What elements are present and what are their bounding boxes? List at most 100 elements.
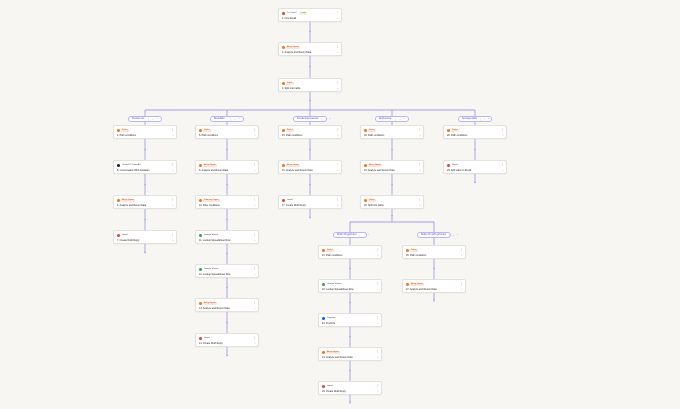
more-options-icon[interactable]: ⋮: [336, 196, 339, 201]
more-options-icon[interactable]: ⋮: [171, 161, 174, 166]
chevron-down-icon[interactable]: ⌄: [253, 342, 256, 345]
chevron-down-icon[interactable]: ⌄: [171, 134, 174, 137]
chevron-down-icon[interactable]: ⌄: [501, 169, 504, 172]
add-step-button[interactable]: +: [432, 266, 436, 271]
chevron-down-icon[interactable]: ⌄: [460, 288, 463, 291]
more-options-icon[interactable]: ⋮: [460, 246, 463, 251]
add-step-button[interactable]: +: [143, 250, 147, 255]
chevron-down-icon[interactable]: ⌄: [418, 169, 421, 172]
add-step-button[interactable]: +: [348, 368, 352, 373]
more-options-icon[interactable]: ⋮: [253, 231, 256, 236]
chevron-up-icon[interactable]: ⌃: [402, 117, 405, 121]
chevron-down-icon[interactable]: ⌄: [151, 117, 154, 121]
more-options-icon[interactable]: ⋮: [418, 126, 421, 131]
more-options-icon[interactable]: ⋮: [376, 280, 379, 285]
chevron-down-icon[interactable]: ⌄: [363, 233, 366, 237]
chevron-down-icon[interactable]: ⌄: [336, 169, 339, 172]
more-options-icon[interactable]: ⋮: [376, 348, 379, 353]
chevron-down-icon[interactable]: ⌄: [253, 204, 256, 207]
add-step-button[interactable]: +: [390, 146, 394, 152]
chevron-up-icon[interactable]: ⌃: [456, 233, 459, 237]
chevron-down-icon[interactable]: ⌄: [253, 307, 256, 310]
chevron-down-icon[interactable]: ⌄: [336, 51, 339, 54]
path-branch-label[interactable]: Rollen ID gefunden⋮⌄⌃: [333, 232, 370, 238]
more-options-icon[interactable]: ⋮: [460, 280, 463, 285]
more-options-icon[interactable]: ⋮: [478, 117, 482, 121]
add-step-button[interactable]: +: [390, 181, 394, 187]
more-options-icon[interactable]: ⋮: [336, 126, 339, 131]
chevron-down-icon[interactable]: ⌄: [376, 356, 379, 359]
chevron-up-icon[interactable]: ⌃: [329, 117, 332, 121]
chevron-down-icon[interactable]: ⌄: [171, 169, 174, 172]
add-step-button[interactable]: +: [225, 251, 229, 256]
chevron-down-icon[interactable]: ⌄: [171, 239, 174, 242]
chevron-up-icon[interactable]: ⌃: [155, 117, 158, 121]
chevron-down-icon[interactable]: ⌄: [460, 254, 463, 257]
add-step-button[interactable]: +: [225, 285, 229, 290]
more-options-icon[interactable]: ⋮: [418, 161, 421, 166]
more-options-icon[interactable]: ⋮: [320, 117, 324, 121]
chevron-down-icon[interactable]: ⌄: [253, 169, 256, 172]
path-branch-label[interactable]: Sonstige Mails⋮⌄⌃: [458, 116, 492, 122]
add-step-button[interactable]: +: [473, 146, 477, 152]
chevron-down-icon[interactable]: ⌄: [376, 390, 379, 393]
more-options-icon[interactable]: ⋮: [418, 196, 421, 201]
add-step-button[interactable]: +: [473, 180, 477, 185]
more-options-icon[interactable]: ⋮: [253, 196, 256, 201]
more-options-icon[interactable]: ⋮: [394, 117, 397, 121]
more-options-icon[interactable]: ⋮: [253, 299, 256, 304]
chevron-up-icon[interactable]: ⌃: [487, 117, 490, 121]
chevron-down-icon[interactable]: ⌄: [253, 239, 256, 242]
chevron-up-icon[interactable]: ⌃: [367, 233, 370, 237]
add-step-button[interactable]: +: [225, 181, 229, 187]
more-options-icon[interactable]: ⋮: [376, 382, 379, 387]
chevron-down-icon[interactable]: ⌄: [233, 117, 236, 121]
more-options-icon[interactable]: ⋮: [501, 161, 504, 166]
path-branch-label[interactable]: Produkt info⋮⌄⌃: [128, 116, 162, 122]
add-step-button[interactable]: +: [143, 216, 147, 222]
add-step-button[interactable]: +: [308, 98, 312, 103]
add-step-button[interactable]: +: [308, 146, 312, 152]
chevron-down-icon[interactable]: ⌄: [376, 288, 379, 291]
chevron-down-icon[interactable]: ⌄: [376, 254, 379, 257]
path-branch-label[interactable]: Reichenung⋮⌄⌃: [375, 116, 409, 122]
more-options-icon[interactable]: ⋮: [336, 161, 339, 166]
more-options-icon[interactable]: ⋮: [253, 161, 256, 166]
chevron-down-icon[interactable]: ⌄: [325, 117, 328, 121]
chevron-down-icon[interactable]: ⌄: [376, 322, 379, 325]
more-options-icon[interactable]: ⋮: [358, 233, 362, 237]
chevron-down-icon[interactable]: ⌄: [336, 134, 339, 137]
add-step-button[interactable]: +: [348, 334, 352, 339]
more-options-icon[interactable]: ⋮: [253, 265, 256, 270]
add-step-button[interactable]: +: [308, 64, 312, 69]
chevron-down-icon[interactable]: ⌄: [336, 87, 339, 90]
chevron-down-icon[interactable]: ⌄: [483, 117, 486, 121]
chevron-down-icon[interactable]: ⌄: [452, 233, 455, 237]
chevron-down-icon[interactable]: ⌄: [171, 204, 174, 207]
path-branch-label[interactable]: Kundeninteressenten⋮⌄⌃: [293, 116, 331, 122]
more-options-icon[interactable]: ⋮: [171, 196, 174, 201]
chevron-down-icon[interactable]: ⌄: [253, 134, 256, 137]
chevron-down-icon[interactable]: ⌄: [336, 17, 339, 20]
